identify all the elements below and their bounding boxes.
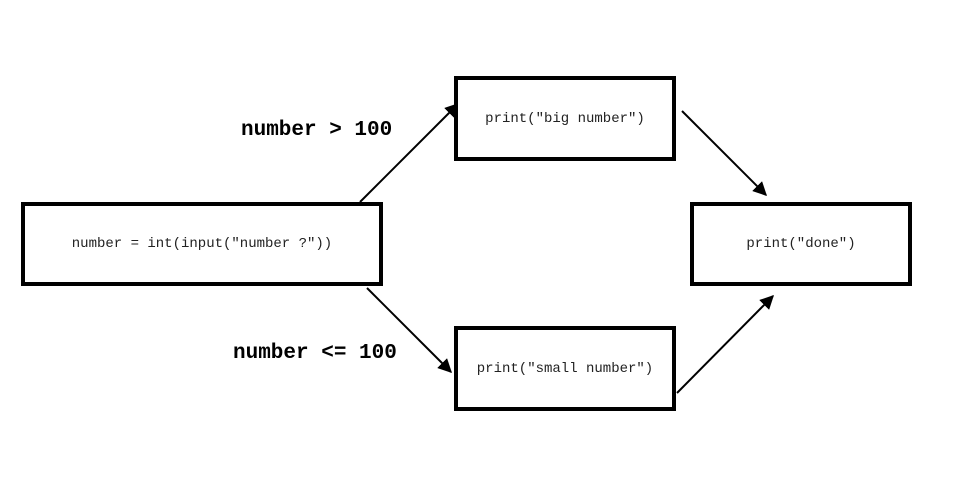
input-statement-node: number = int(input("number ?")): [21, 202, 383, 286]
big-number-node: print("big number"): [454, 76, 676, 161]
small-number-text: print("small number"): [476, 360, 654, 377]
small-number-node: print("small number"): [454, 326, 676, 411]
input-statement-text: number = int(input("number ?")): [71, 236, 333, 252]
arrow-small-to-done: [676, 295, 774, 394]
condition-less-equal-label: number <= 100: [233, 342, 397, 365]
big-number-text: print("big number"): [485, 110, 645, 127]
arrow-input-to-big: [359, 103, 459, 203]
arrow-input-to-small: [366, 287, 452, 373]
done-text: print("done"): [746, 236, 856, 252]
condition-greater-label: number > 100: [241, 119, 393, 142]
arrow-big-to-done: [681, 110, 767, 196]
done-node: print("done"): [690, 202, 912, 286]
